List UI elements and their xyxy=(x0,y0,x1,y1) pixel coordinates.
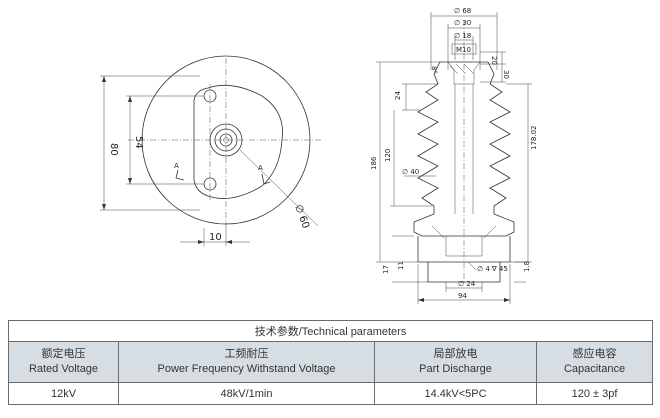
dim-chamfer-30: 30 xyxy=(502,70,510,79)
header-cn: 感应电容 xyxy=(572,348,617,360)
header-rated-voltage: 额定电压 Rated Voltage xyxy=(8,341,119,383)
side-view: ∅ 68 ∅ 30 ∅ 18 M10 8° 20 30 xyxy=(370,7,538,304)
mounting-plate xyxy=(193,84,283,199)
header-en: Capacitance xyxy=(563,363,626,375)
value-capacitance: 120 ± 3pf xyxy=(535,382,654,405)
header-en: Power Frequency Withstand Voltage xyxy=(157,363,336,375)
dim-creepage-178: 178.02 xyxy=(530,126,538,151)
value-part-discharge: 14.4kV<5PC xyxy=(374,382,537,405)
dim-top-mid: ∅ 30 xyxy=(454,19,471,27)
technical-parameters-table: 技术参数/Technical parameters 额定电压 Rated Vol… xyxy=(7,320,654,405)
dim-diameter-60: ∅ 60 xyxy=(292,203,311,230)
value-power-frequency: 48kV/1min xyxy=(118,382,375,405)
section-mark-right: A xyxy=(258,164,263,172)
header-cn: 额定电压 xyxy=(41,348,86,360)
dim-base-small: 1.8 xyxy=(523,261,531,272)
section-mark-left: A xyxy=(174,162,179,170)
header-part-discharge: 局部放电 Part Discharge xyxy=(374,341,537,383)
dim-shed-diameter-40: ∅ 40 xyxy=(402,168,419,176)
header-capacitance: 感应电容 Capacitance xyxy=(535,341,654,383)
technical-drawing: A A 80 54 10 ∅ 60 ∅ 68 xyxy=(100,7,538,304)
dim-base-hole-24: ∅ 24 xyxy=(458,280,476,288)
dim-shed-top-24: 24 xyxy=(394,91,402,100)
dim-base-height-17: 17 xyxy=(382,265,390,274)
dim-counterbore: ∅ 4 ∇ 45 xyxy=(477,265,508,273)
header-en: Part Discharge xyxy=(419,363,492,375)
angle-mark: 8° xyxy=(430,66,438,74)
value-rated-voltage: 12kV xyxy=(8,382,119,405)
dim-offset-10: 10 xyxy=(209,232,222,243)
dim-height-80: 80 xyxy=(108,143,119,156)
dim-thread-m10: M10 xyxy=(456,46,471,54)
header-power-frequency: 工频耐压 Power Frequency Withstand Voltage xyxy=(118,341,375,383)
insulator-body xyxy=(413,61,515,237)
dim-shed-pitch-120: 120 xyxy=(384,149,392,162)
insulator-base xyxy=(417,236,511,263)
dim-top-outer: ∅ 68 xyxy=(454,7,471,15)
header-cn: 工频耐压 xyxy=(224,348,269,360)
dim-total-height-186: 186 xyxy=(370,156,378,170)
header-en: Rated Voltage xyxy=(28,363,99,375)
dim-hole-spacing-54: 54 xyxy=(133,136,144,149)
top-view: A A 80 54 10 ∅ 60 xyxy=(100,55,322,246)
table-title: 技术参数/Technical parameters xyxy=(7,320,654,342)
dim-base-step-11: 11 xyxy=(397,261,405,270)
dim-depth-20: 20 xyxy=(490,56,498,65)
dim-base-width-94: 94 xyxy=(458,292,467,300)
dim-top-inner: ∅ 18 xyxy=(454,32,471,40)
header-cn: 局部放电 xyxy=(433,348,478,360)
